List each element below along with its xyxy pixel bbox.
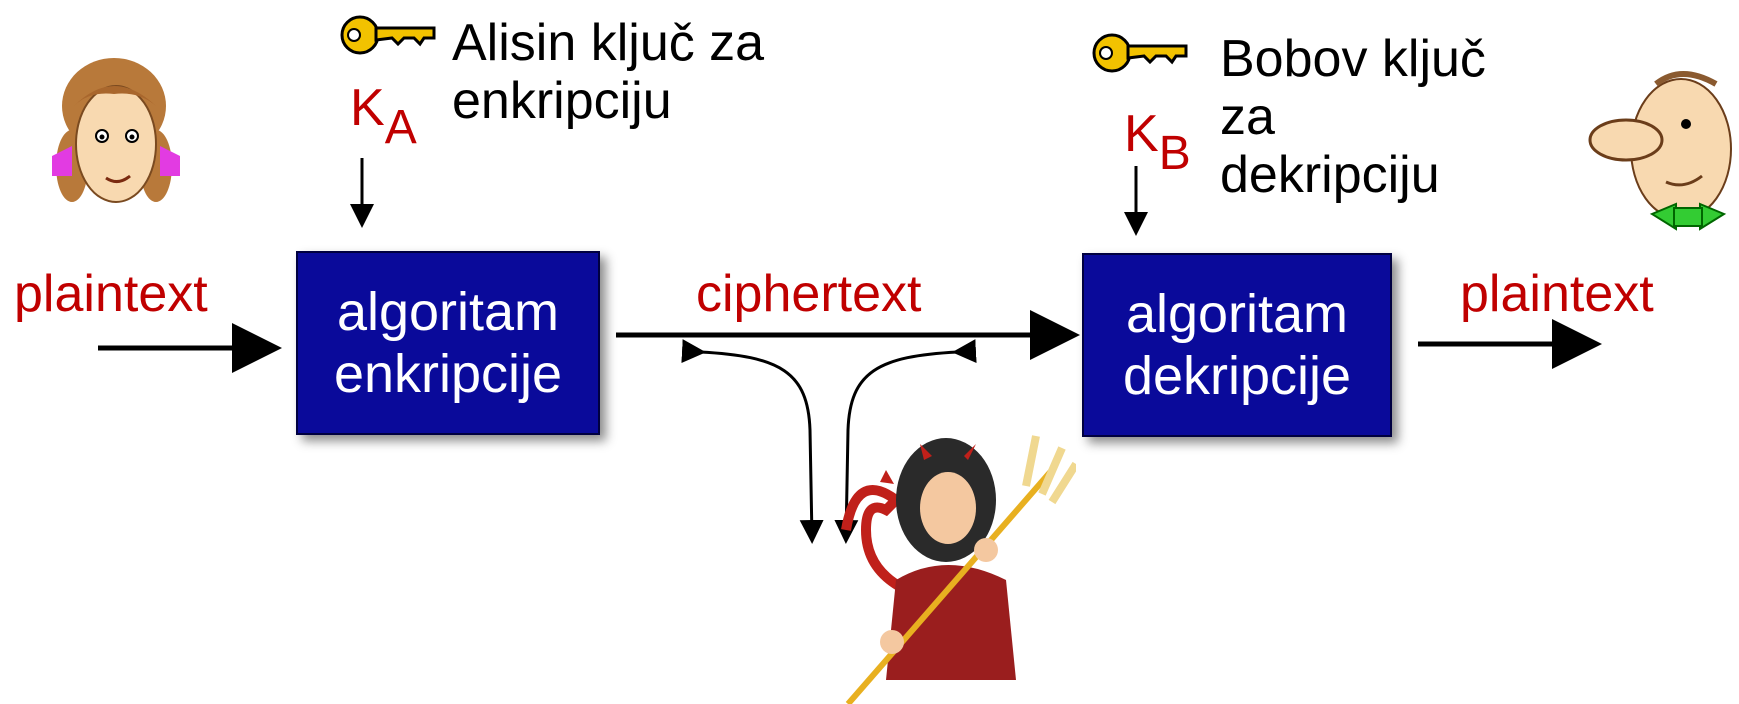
bob-key-caption-line3: dekripciju xyxy=(1220,146,1440,204)
plaintext-left-label: plaintext xyxy=(14,265,208,323)
decryption-algorithm-box: algoritam dekripcije xyxy=(1082,253,1392,437)
encryption-box-line2: enkripcije xyxy=(333,344,563,404)
key-a-subscript: A xyxy=(384,101,417,154)
alice-key-caption-line2: enkripciju xyxy=(452,72,672,130)
arrow-intercept-left xyxy=(681,339,824,544)
key-b-subscript: B xyxy=(1158,127,1191,180)
ciphertext-label: ciphertext xyxy=(696,265,922,323)
alice-key-caption-line1: Alisin ključ za xyxy=(452,14,765,72)
bob-key-caption-line1: Bobov ključ xyxy=(1220,30,1486,88)
bob-key-caption: Bobov ključ za dekripciju xyxy=(1220,30,1486,204)
arrow-intercept-right xyxy=(834,339,977,544)
decryption-box-line2: dekripcije xyxy=(1122,346,1352,406)
plaintext-right-label: plaintext xyxy=(1460,265,1654,323)
alice-avatar xyxy=(52,58,180,203)
key-icon xyxy=(1092,33,1188,73)
key-a-label: KA xyxy=(350,82,417,152)
encryption-box-line1: algoritam xyxy=(336,282,560,342)
key-b-symbol: K xyxy=(1124,105,1159,163)
key-b-label: KB xyxy=(1124,108,1191,178)
alice-key-caption: Alisin ključ za enkripciju xyxy=(452,14,764,130)
key-a-symbol: K xyxy=(350,79,385,137)
encryption-algorithm-box: algoritam enkripcije xyxy=(296,251,600,435)
bob-avatar xyxy=(1588,71,1732,231)
trudy-avatar xyxy=(841,435,1076,704)
key-icon xyxy=(340,15,436,55)
bob-key-caption-line2: za xyxy=(1220,88,1275,146)
decryption-box-line1: algoritam xyxy=(1125,284,1349,344)
